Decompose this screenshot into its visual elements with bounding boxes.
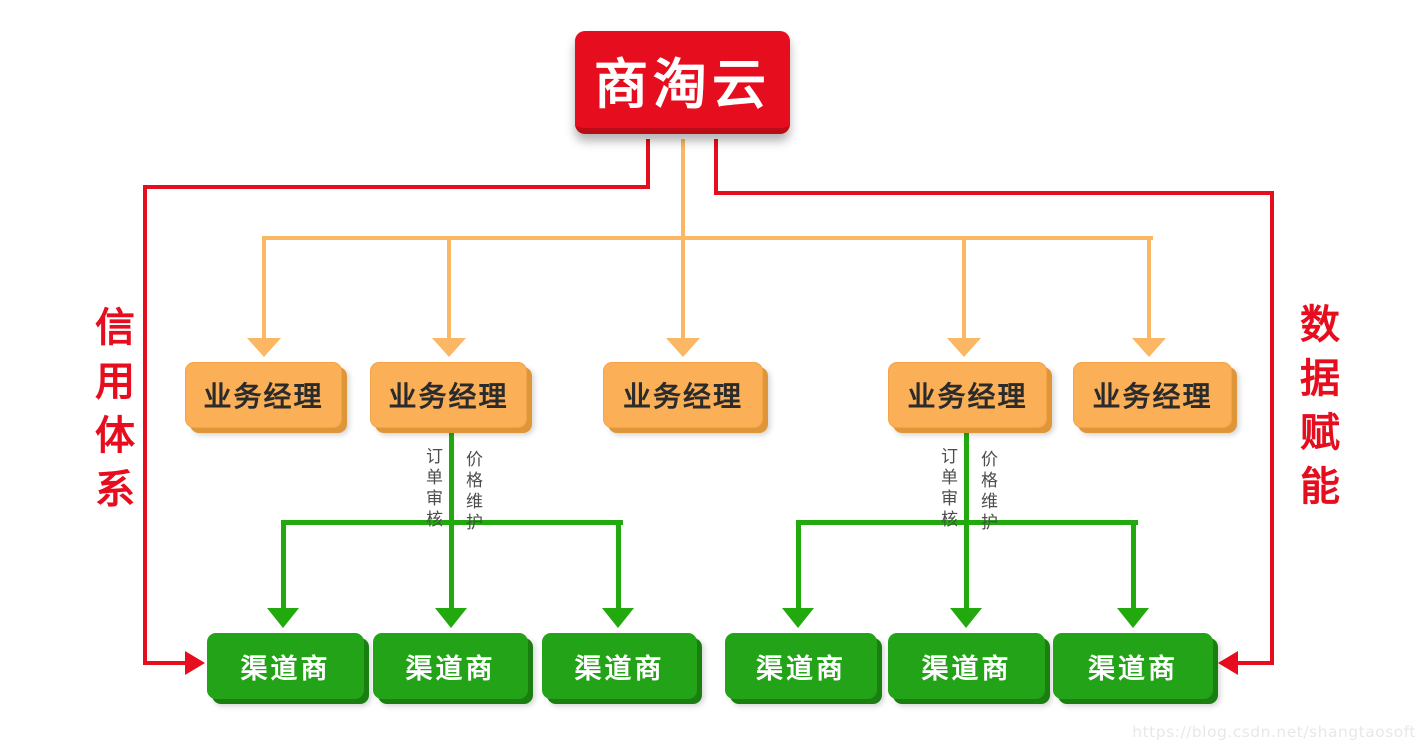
data-empowerment-label: 数据赋能 (1293, 303, 1339, 519)
red-connector-left-stub (143, 661, 187, 665)
red-arrowhead-right (1218, 651, 1238, 675)
root-node: 商淘云 (575, 31, 790, 134)
channel-node-6: 渠道商 (1053, 633, 1213, 699)
green-connector-a-drop (449, 428, 454, 522)
manager-node-label: 业务经理 (622, 380, 743, 413)
green-b-drop-1 (796, 520, 801, 610)
green-arrowhead-a2 (435, 608, 467, 628)
manager-node-5: 业务经理 (1073, 362, 1232, 428)
orange-drop-2 (447, 236, 451, 340)
channel-node-2: 渠道商 (373, 633, 528, 699)
price-maintenance-label-a: 价格维护 (462, 450, 482, 534)
green-a-drop-3 (616, 520, 621, 610)
channel-node-3: 渠道商 (542, 633, 697, 699)
green-arrowhead-a1 (267, 608, 299, 628)
green-a-drop-2 (449, 520, 454, 610)
orange-connector-bus (262, 236, 1153, 240)
channel-node-4: 渠道商 (725, 633, 877, 699)
manager-node-2: 业务经理 (370, 362, 527, 428)
manager-node-label: 业务经理 (203, 380, 324, 413)
red-arrowhead-left (185, 651, 205, 675)
green-connector-b-drop (964, 428, 969, 522)
channel-node-5: 渠道商 (888, 633, 1045, 699)
orange-arrowhead-3 (666, 338, 700, 357)
red-connector-right-stub (1236, 661, 1274, 665)
channel-node-label: 渠道商 (1088, 653, 1178, 685)
watermark: https://blog.csdn.net/shangtaosoft (1132, 723, 1416, 741)
orange-drop-4 (962, 236, 966, 340)
orange-arrowhead-1 (247, 338, 281, 357)
green-a-drop-1 (281, 520, 286, 610)
green-arrowhead-b1 (782, 608, 814, 628)
red-connector-right-horizontal (714, 191, 1274, 195)
red-connector-right-drop (714, 139, 718, 193)
root-node-label: 商淘云 (594, 53, 771, 116)
channel-node-label: 渠道商 (240, 653, 331, 685)
green-arrowhead-a3 (602, 608, 634, 628)
order-review-label-b: 订单审核 (937, 447, 957, 531)
manager-node-label: 业务经理 (388, 380, 509, 413)
orange-drop-3 (681, 236, 685, 340)
orange-arrowhead-4 (947, 338, 981, 357)
order-review-label-a: 订单审核 (422, 447, 442, 531)
orange-arrowhead-5 (1132, 338, 1166, 357)
manager-node-label: 业务经理 (907, 380, 1028, 413)
orange-arrowhead-2 (432, 338, 466, 357)
price-maintenance-label-b: 价格维护 (977, 450, 997, 534)
orange-drop-1 (262, 236, 266, 340)
red-connector-left-drop (646, 139, 650, 187)
green-b-drop-2 (964, 520, 969, 610)
manager-node-3: 业务经理 (603, 362, 763, 428)
green-arrowhead-b2 (950, 608, 982, 628)
credit-system-label: 信用体系 (88, 306, 134, 522)
channel-node-1: 渠道商 (207, 633, 364, 699)
channel-node-label: 渠道商 (756, 653, 846, 685)
channel-node-label: 渠道商 (405, 653, 496, 685)
channel-node-label: 渠道商 (921, 653, 1012, 685)
channel-node-label: 渠道商 (574, 653, 665, 685)
red-connector-left-horizontal (143, 185, 650, 189)
red-connector-left-vertical (143, 185, 147, 665)
red-connector-right-vertical (1270, 191, 1274, 665)
green-b-drop-3 (1131, 520, 1136, 610)
green-arrowhead-b3 (1117, 608, 1149, 628)
orange-connector-root-drop (681, 139, 685, 238)
orange-drop-5 (1147, 236, 1151, 340)
manager-node-4: 业务经理 (888, 362, 1047, 428)
manager-node-label: 业务经理 (1092, 380, 1213, 413)
manager-node-1: 业务经理 (185, 362, 342, 428)
